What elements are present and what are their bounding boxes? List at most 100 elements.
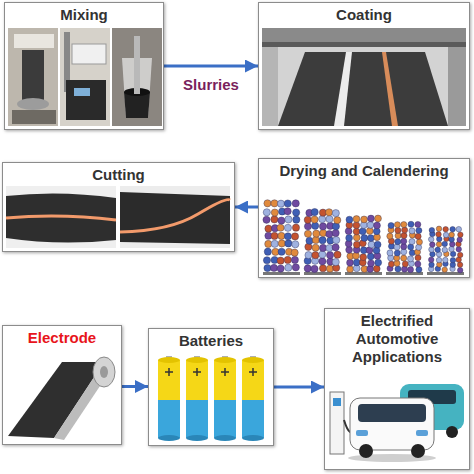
mixing-photos-part [74,88,90,96]
battery-cells-part [214,357,236,363]
calendering-particles-part [311,265,318,272]
coating-photo [262,28,466,126]
calendering-particles-part [415,255,421,261]
cutting-photos-part [120,200,230,232]
calendering-particles-part [271,209,278,216]
calendering-particles-part [271,232,278,239]
battery-cells-part [214,400,236,438]
calendering-particles-part [367,222,374,229]
flow-arrow [274,386,324,389]
applications-box: Electrified Automotive Applications [324,308,470,470]
coating-photo-part [262,28,466,42]
calendering-particles-part [368,260,375,267]
calendering-particles-part [284,224,291,231]
calendering-particles-part [374,222,381,229]
mixing-photos-part [17,98,49,110]
calendering-particles-part [278,217,285,224]
calendering-particles-part [449,246,455,252]
step-title: Electrified Automotive Applications [329,312,465,366]
calendering-particles-part [388,222,394,228]
vehicles-part [411,444,425,458]
battery-cells-part [158,400,180,438]
calendering-particles-part [346,235,353,242]
calendering-particles-part [428,257,434,263]
calendering-particles-part [368,215,375,222]
calendering-particles-part [366,228,373,235]
calendering-particles-part [263,257,270,264]
mixing-photos-part [66,80,106,120]
calendering-particles-part [326,230,333,237]
calendering-particles-part [319,237,326,244]
calendering-particles-part [271,216,278,223]
step-title: Mixing [60,6,108,24]
calendering-particles-part [408,244,414,250]
calendering-particles-part [271,200,278,207]
calendering-particles-part [407,267,413,273]
calendering-particles-part [285,240,292,247]
calendering-particles-part [333,236,340,243]
calendering-particles-part [456,246,462,252]
step-title: Batteries [179,332,243,350]
calendering-particles-part [305,252,312,259]
calendering-particles-part [311,208,318,215]
mixing-photos-part [8,28,58,126]
calendering-particles-part [415,221,421,227]
calendering-particles-part [346,246,353,253]
calendering-particles-part [271,240,278,247]
calendering-particles-part [402,261,408,267]
calendering-particles-part [361,234,368,241]
calendering-particles-part [457,252,463,258]
battery-cells-part [242,360,264,400]
vehicles-part [358,404,426,422]
calendering-particles-part [353,252,360,259]
calendering-particles-part [319,265,326,272]
flow-arrow [122,385,148,388]
battery-cells-part [242,435,264,441]
flow-arrow [164,65,258,68]
battery-cells-part [158,435,180,441]
calendering-particles-part [458,232,464,238]
calendering-particles-part [429,227,435,233]
calendering-particles-part [415,233,421,239]
calendering-particles-part [442,247,448,253]
calendering-particles-part [285,264,292,271]
coating-photo-part [334,52,352,126]
calendering-particles-part [367,235,374,242]
coating-photo-part [382,52,398,126]
mixing-photos-part [134,36,140,94]
calendering-particles-part [416,227,422,233]
calendering-particles-part [278,240,285,247]
battery-cells-part [165,368,173,376]
calendering-particles-part [284,256,291,263]
calendering-particles-part [292,200,299,207]
vehicles-part [330,392,344,454]
calendering-particles-part [291,249,298,256]
flow-arrow [235,206,258,209]
calendering-particles-part [277,200,284,207]
edge-label: Slurries [181,76,241,94]
calendering-particles-part [401,244,407,250]
battery-cells-part [186,360,208,400]
cutting-photos [6,186,230,248]
battery-cells-part [193,368,201,376]
calendering-particles-part [278,232,285,239]
calendering-particles-part [312,244,319,251]
step-title: Cutting [92,166,144,184]
coating-photo-part [262,47,278,126]
calendering-particles-part [450,257,456,263]
mixing-photos-part [12,110,56,124]
mixing-photos-part [60,28,110,126]
calendering-particles-part [375,259,382,266]
calendering-particles-part [367,253,374,260]
calendering-particles-part [416,267,422,273]
calendering-particles-part [292,241,299,248]
calendering-particles-part [387,233,393,239]
calendering-particles-part [326,252,333,259]
calendering-particles-part [401,233,407,239]
calendering-particles-part [449,232,455,238]
calendering-particles-part [409,228,415,234]
calendering-particles-part [456,226,462,232]
step-title: Coating [336,6,392,24]
calendering-particles-part [332,258,339,265]
